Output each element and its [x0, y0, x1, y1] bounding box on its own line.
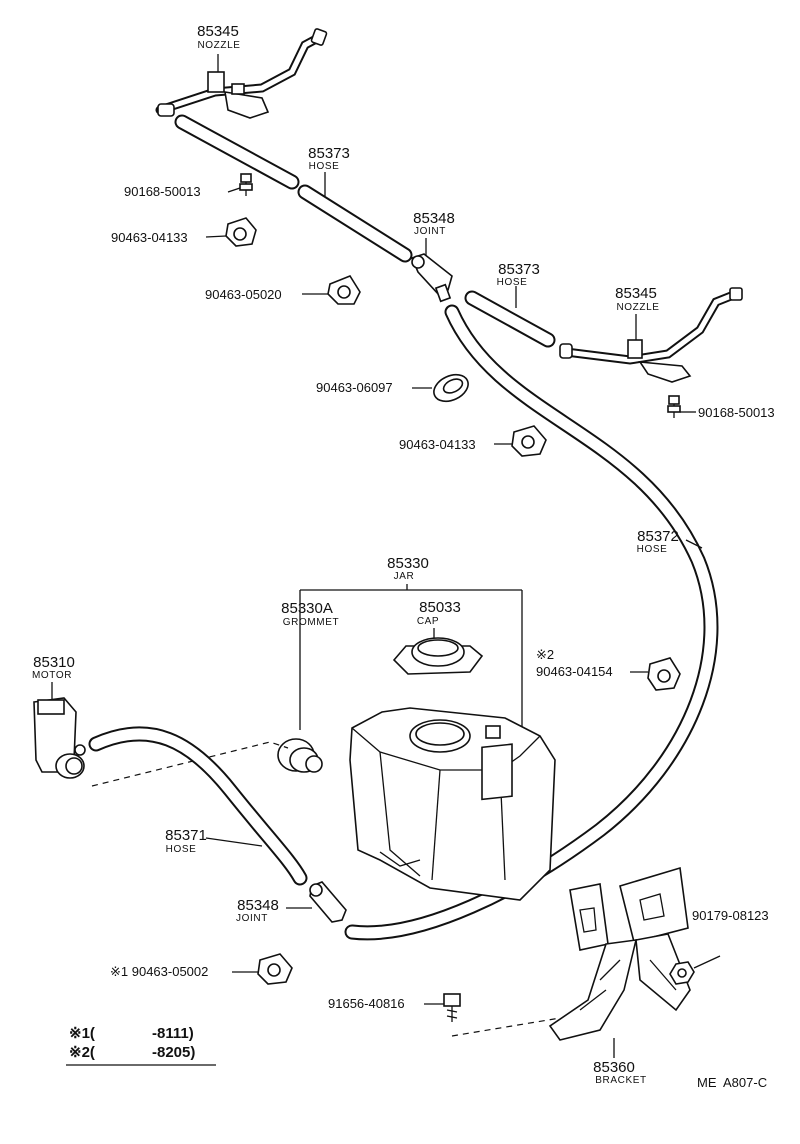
label-nozzle-left-number: 85345: [197, 23, 239, 40]
grommet-small-drawing: [433, 373, 469, 403]
label-joint-upper-number: 85348: [413, 210, 455, 227]
label-jar-name: JAR: [393, 571, 415, 582]
label-hose-upper-left-number: 85373: [308, 145, 350, 162]
label-motor-number: 85310: [33, 654, 75, 671]
clamp-b-drawing: [327, 275, 361, 305]
nozzle-left-drawing: [155, 28, 328, 119]
label-cap-number: 85033: [419, 599, 461, 616]
cap-drawing: [392, 637, 484, 675]
motor-drawing: [33, 697, 86, 779]
label-joint-lower-name: JOINT: [236, 913, 268, 924]
label-jar-number: 85330: [387, 555, 429, 572]
label-bracket-number: 85360: [593, 1059, 635, 1076]
label-hose-upper-right-name: HOSE: [496, 277, 528, 288]
screw-left-drawing: [239, 173, 253, 196]
footnote-1-range: -8111): [152, 1025, 194, 1042]
label-motor-name: MOTOR: [31, 670, 73, 681]
label-joint-upper-name: JOINT: [414, 226, 446, 237]
label-nut: 90179-08123: [692, 908, 769, 923]
leader-hose-lower: [205, 837, 263, 847]
label-hose-upper-right-number: 85373: [498, 261, 540, 278]
label-clamp-c: 90463-04133: [399, 437, 476, 452]
label-hose-lower-number: 85371: [165, 827, 207, 844]
label-clamp-e: ※1 90463-05002: [110, 964, 209, 979]
footnote-1-mark: ※1(: [69, 1025, 95, 1042]
label-cap-name: CAP: [416, 616, 440, 627]
clamp-c-drawing: [511, 425, 547, 457]
label-hose-long-number: 85372: [637, 528, 679, 545]
hose-lower-drawing: [88, 726, 308, 886]
label-hose-lower-name: HOSE: [165, 844, 197, 855]
leader-clamp-a: [205, 235, 227, 238]
bolt-drawing: [443, 993, 461, 1022]
footnote-2-mark: ※2(: [69, 1044, 95, 1061]
nut-drawing: [669, 961, 695, 985]
label-bolt: 91656-40816: [328, 996, 405, 1011]
joint-lower-drawing: [309, 881, 347, 923]
label-bracket-name: BRACKET: [595, 1075, 647, 1086]
grommet-drawing: [277, 738, 323, 773]
clamp-d-drawing: [647, 657, 681, 691]
bolt-bracket-dash: [451, 1017, 561, 1037]
label-nozzle-left-name: NOZZLE: [197, 40, 241, 51]
clamp-a-drawing: [225, 217, 257, 247]
diagram-reference-code: ME A807-C: [697, 1075, 768, 1090]
label-clamp-a: 90463-04133: [111, 230, 188, 245]
label-screw-right: 90168-50013: [698, 405, 775, 420]
screw-right-drawing: [667, 395, 681, 418]
bracket-drawing: [548, 866, 691, 1041]
joint-upper-drawing: [410, 253, 453, 303]
label-hose-long-name: HOSE: [636, 544, 668, 555]
clamp-e-drawing: [257, 953, 293, 985]
label-hose-upper-left-name: HOSE: [308, 161, 340, 172]
jar-group-lines: [299, 584, 523, 736]
label-nozzle-right-number: 85345: [615, 285, 657, 302]
label-clamp-d-mark: ※2: [536, 647, 555, 662]
leader-hose-long: [685, 539, 703, 549]
label-grommet-number: 85330A: [281, 600, 333, 617]
hose-long-drawing: [344, 304, 719, 941]
hose-upper-right-drawing: [464, 290, 556, 348]
leader-nut: [693, 955, 721, 969]
hose-upper-left-drawing: [174, 114, 413, 263]
jar-drawing: [349, 707, 556, 901]
label-grommet-small: 90463-06097: [316, 380, 393, 395]
label-clamp-d: 90463-04154: [536, 664, 613, 679]
leader-screw-left: [227, 187, 241, 193]
label-grommet-name: GROMMET: [282, 617, 340, 628]
footnote-2-range: -8205): [152, 1044, 196, 1061]
label-clamp-b: 90463-05020: [205, 287, 282, 302]
nozzle-right-drawing: [559, 287, 743, 383]
label-screw-left: 90168-50013: [124, 184, 201, 199]
label-joint-lower-number: 85348: [237, 897, 279, 914]
label-nozzle-right-name: NOZZLE: [616, 302, 660, 313]
